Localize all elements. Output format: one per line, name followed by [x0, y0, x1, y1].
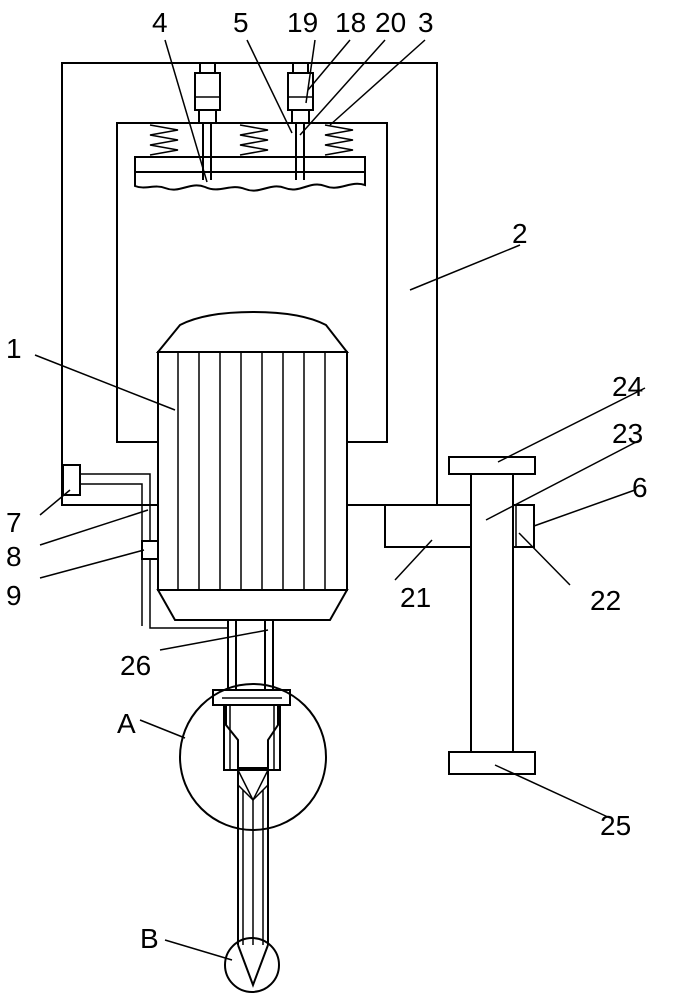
plate-break-section	[134, 156, 366, 192]
leader-lines	[34, 39, 646, 961]
base-25	[448, 751, 536, 775]
motor-body	[157, 351, 348, 591]
label-23: 23	[612, 418, 643, 449]
label-21: 21	[400, 582, 431, 613]
cylinder-right	[287, 62, 314, 180]
cylinder-left	[194, 62, 221, 180]
motor-top-cap	[155, 310, 350, 353]
valve-9	[141, 540, 159, 560]
label-3: 3	[418, 7, 434, 38]
label-2: 2	[512, 218, 528, 249]
drill-bit	[237, 768, 269, 988]
label-9: 9	[6, 580, 22, 611]
label-19: 19	[287, 7, 318, 38]
motor-bottom-cap	[156, 589, 349, 621]
label-18: 18	[335, 7, 366, 38]
spring-left	[149, 124, 179, 156]
label-4: 4	[152, 7, 168, 38]
label-b: B	[140, 923, 159, 954]
label-26: 26	[120, 650, 151, 681]
top-plate-24	[448, 456, 536, 475]
motor-fins	[177, 352, 326, 590]
label-5: 5	[233, 7, 249, 38]
detail-circle-a	[179, 683, 327, 831]
label-7: 7	[6, 507, 22, 538]
label-22: 22	[590, 585, 621, 616]
inner-frame	[116, 122, 388, 443]
sensor-box	[62, 464, 81, 496]
detail-circle-b	[224, 937, 280, 993]
label-1: 1	[6, 333, 22, 364]
label-6: 6	[632, 472, 648, 503]
label-20: 20	[375, 7, 406, 38]
column-23	[470, 473, 514, 753]
spring-middle	[239, 124, 269, 156]
label-24: 24	[612, 371, 643, 402]
tube-inner	[80, 483, 143, 626]
chuck-assembly	[212, 689, 291, 771]
bracket-21	[384, 504, 472, 548]
label-a: A	[117, 708, 136, 739]
label-25: 25	[600, 810, 631, 841]
label-8: 8	[6, 541, 22, 572]
spring-right	[324, 124, 354, 156]
outer-frame	[61, 62, 438, 506]
